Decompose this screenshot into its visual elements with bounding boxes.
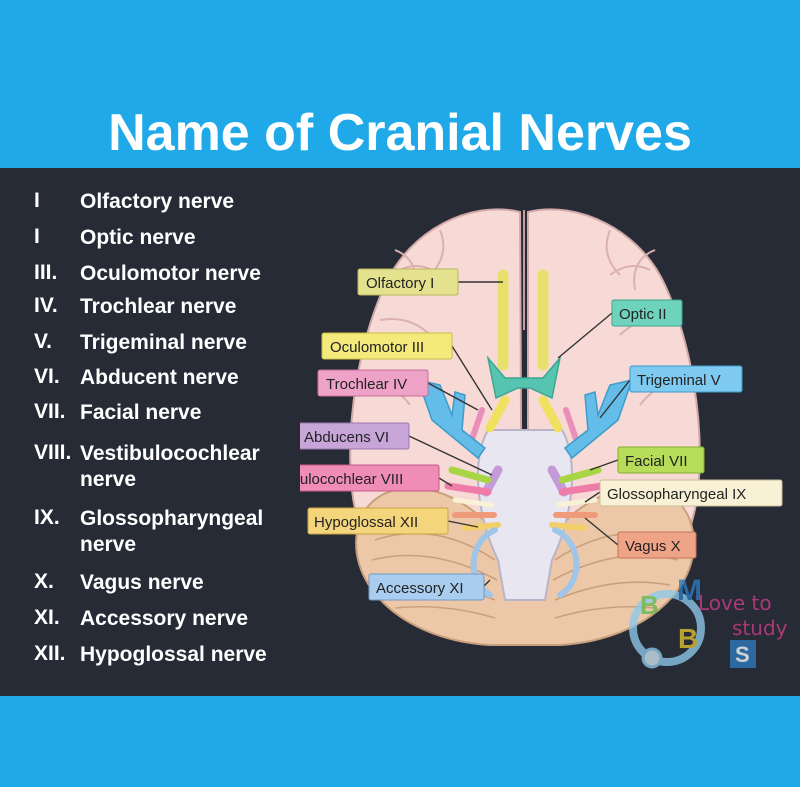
optic-chiasm [486, 355, 562, 400]
nerve-name: Vagus nerve [80, 571, 204, 594]
watermark-letter: B [640, 590, 659, 620]
nerve-numeral: XII. [34, 642, 66, 665]
hypoglossal-nerve-left [462, 522, 501, 531]
leader-facial [589, 459, 619, 471]
nerve-numeral: VII. [34, 400, 66, 423]
leader-lines [408, 281, 631, 587]
label-box-facial [617, 446, 705, 474]
hypoglossal-nerve-right [549, 522, 588, 531]
label-facial: Facial VII [625, 453, 688, 470]
leader-accessory [483, 579, 491, 587]
nerve-name: Accessory nerve [80, 607, 249, 630]
label-abducens: Abducens VI [304, 429, 389, 446]
nerve-name: Trigeminal nerve [80, 331, 247, 354]
leader-vagus [584, 517, 619, 546]
watermark-letter: S [735, 642, 750, 667]
label-box-accessory [368, 573, 485, 601]
footer-band [0, 696, 800, 787]
label-box-vagus [617, 531, 697, 559]
nerve-name: Glossopharyngeal nerve [80, 507, 264, 556]
nerve-name: Abducent nerve [80, 366, 239, 389]
stethoscope-ring [629, 590, 705, 666]
label-box-optic [611, 299, 683, 327]
label-box-trochlear [317, 369, 429, 397]
leader-oculomotor [451, 345, 493, 411]
abducens-nerve-right [547, 465, 569, 497]
label-box-oculomotor [321, 332, 453, 360]
nerve-numeral: VIII. [34, 441, 72, 464]
label-box-trigeminal [629, 365, 743, 393]
label-optic: Optic II [619, 306, 667, 323]
leader-trigeminal [599, 379, 631, 419]
label-box-abducens [300, 422, 410, 450]
oculomotor-nerve-right [538, 395, 563, 433]
glossopharyngeal-nerve-left [452, 497, 495, 508]
label-olfactory: Olfactory I [366, 275, 434, 292]
nerve-name: Olfactory nerve [80, 190, 235, 213]
label-box-hypoglossal [307, 507, 449, 535]
facial-nerve-right [558, 466, 602, 484]
leader-optic [557, 312, 613, 359]
nerve-name: Optic nerve [80, 226, 196, 249]
watermark-line2: study [732, 616, 788, 640]
nerve-name: Vestibulocochlear nerve [80, 442, 260, 491]
accessory-nerve-right [552, 527, 580, 598]
stethoscope-chest-piece [641, 647, 663, 669]
brain-base-diagram: Olfactory I Optic II Oculomotor III Troc… [300, 208, 783, 646]
label-trochlear: Trochlear IV [326, 376, 407, 393]
label-oculomotor: Oculomotor III [330, 339, 424, 356]
nerve-name: Trochlear nerve [80, 295, 237, 318]
abducens-nerve-left [481, 465, 503, 497]
glossopharyngeal-nerve-right [555, 497, 598, 508]
header-band [0, 0, 800, 168]
label-hypoglossal: Hypoglossal XII [314, 514, 418, 531]
nerve-numeral: I [34, 189, 40, 212]
label-trigeminal: Trigeminal V [637, 372, 721, 389]
nerve-name: Oculomotor nerve [80, 262, 261, 285]
leader-glossopharyngeal [584, 491, 601, 503]
love-to-study-watermark: M Love to B study B S [629, 574, 788, 669]
nerve-numeral: X. [34, 570, 54, 593]
watermark-letter: M [677, 574, 702, 607]
label-box-olfactory [357, 268, 459, 296]
nerve-name: Hypoglossal nerve [80, 643, 267, 666]
watermark-s-tile [730, 640, 756, 668]
nerve-numeral: I [34, 225, 40, 248]
vestibulocochlear-nerve-right [558, 482, 606, 496]
leader-abducens [408, 435, 493, 476]
watermark-line1: Love to [698, 591, 772, 615]
nerve-numeral: VI. [34, 365, 60, 388]
facial-nerve-left [448, 466, 492, 484]
watermark-letter: B [678, 623, 698, 654]
leader-trochlear [427, 382, 479, 411]
vestibulocochlear-nerve-left [444, 482, 492, 496]
leader-hypoglossal [447, 520, 479, 528]
oculomotor-nerve-left [485, 395, 510, 433]
nerve-numeral: V. [34, 330, 52, 353]
label-box-vestibulocochlear [300, 464, 440, 492]
label-box-glossopharyngeal [599, 479, 783, 507]
page-title: Name of Cranial Nerves [108, 104, 692, 162]
label-glossopharyngeal: Glossopharyngeal IX [607, 486, 746, 503]
nerve-numeral: XI. [34, 606, 60, 629]
nerve-numeral: IV. [34, 294, 58, 317]
label-vagus: Vagus X [625, 538, 681, 555]
leader-vestibulocochlear [438, 477, 453, 487]
trigeminal-nerve-left [416, 378, 487, 460]
label-vestibulocochlear: Vestibulocochlear VIII [300, 471, 403, 488]
nerve-numeral: IX. [34, 506, 60, 529]
nerve-numeral: III. [34, 261, 58, 284]
nerve-name: Facial nerve [80, 401, 202, 424]
label-accessory: Accessory XI [376, 580, 464, 597]
